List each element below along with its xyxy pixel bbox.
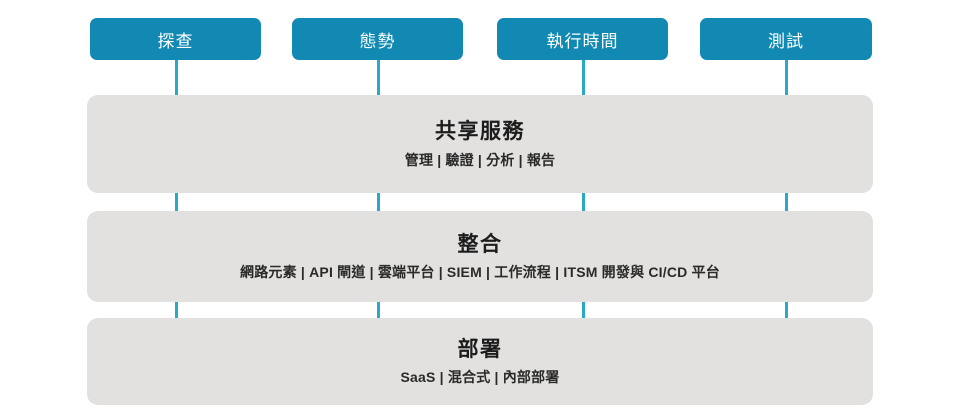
- capability-box-discovery[interactable]: 探查: [90, 18, 261, 60]
- layer-title: 共享服務: [435, 120, 525, 144]
- connector-line-testing: [785, 60, 788, 95]
- connector-line-testing-lower: [785, 302, 788, 318]
- connector-line-testing-mid: [785, 193, 788, 211]
- capability-box-runtime[interactable]: 執行時間: [497, 18, 668, 60]
- connector-line-posture: [377, 60, 380, 95]
- capability-label: 執行時間: [546, 31, 619, 51]
- layer-band-shared-services[interactable]: 共享服務 管理 | 驗證 | 分析 | 報告: [87, 95, 873, 193]
- capability-label: 探查: [157, 31, 194, 51]
- connector-line-runtime: [582, 60, 585, 95]
- layer-title: 整合: [457, 232, 503, 256]
- capability-box-posture[interactable]: 態勢: [292, 18, 463, 60]
- connector-line-runtime-mid: [582, 193, 585, 211]
- connector-line-discovery: [175, 60, 178, 95]
- layer-subtitle: SaaS | 混合式 | 內部部署: [400, 369, 560, 386]
- connector-line-discovery-mid: [175, 193, 178, 211]
- connector-line-posture-mid: [377, 193, 380, 211]
- connector-line-posture-lower: [377, 302, 380, 318]
- layer-subtitle: 管理 | 驗證 | 分析 | 報告: [404, 151, 556, 168]
- layer-title: 部署: [457, 337, 503, 361]
- layer-band-deployment[interactable]: 部署 SaaS | 混合式 | 內部部署: [87, 318, 873, 405]
- capability-label: 態勢: [359, 31, 396, 51]
- capability-box-testing[interactable]: 測試: [700, 18, 872, 60]
- layer-subtitle: 網路元素 | API 閘道 | 雲端平台 | SIEM | 工作流程 | ITS…: [240, 264, 720, 281]
- connector-line-discovery-lower: [175, 302, 178, 318]
- layer-band-integration[interactable]: 整合 網路元素 | API 閘道 | 雲端平台 | SIEM | 工作流程 | …: [87, 211, 873, 302]
- capability-label: 測試: [768, 31, 804, 51]
- connector-line-runtime-lower: [582, 302, 585, 318]
